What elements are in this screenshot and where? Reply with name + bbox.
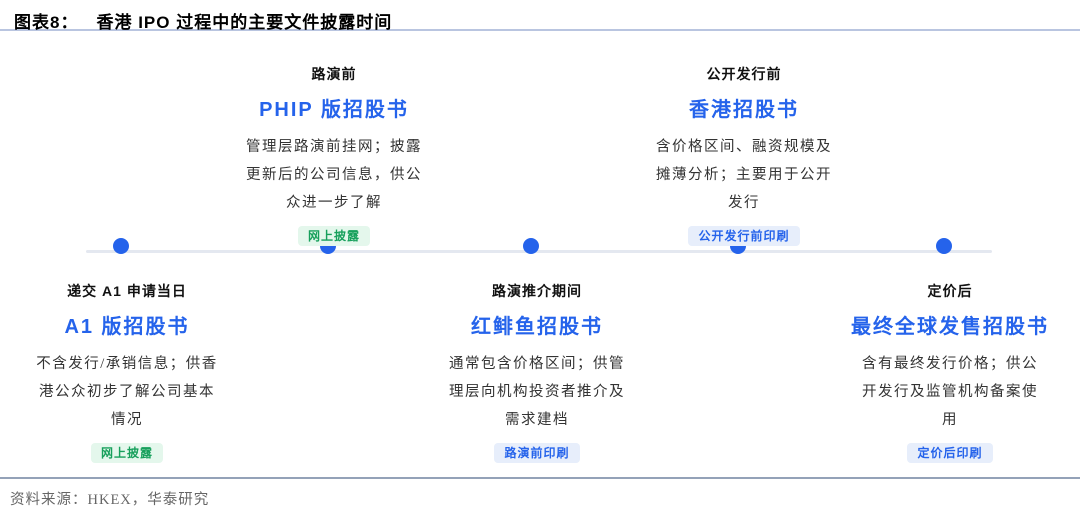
event-stage-label: 递交 A1 申请当日 [67,283,187,299]
event-stage-label: 公开发行前 [706,66,782,82]
event-description-line: 管理层路演前挂网；披露 [246,139,422,155]
timeline-event-red-herring-prospectus: 路演推介期间 红鲱鱼招股书 通常包含价格区间；供管 理层向机构投资者推介及 需求… [397,281,677,463]
figure-number-label: 图表8： [14,13,79,32]
event-stage-label: 路演前 [311,66,357,82]
event-description-line: 理层向机构投资者推介及 [449,384,625,400]
timeline-event-a1-prospectus: 递交 A1 申请当日 A1 版招股书 不含发行/承销信息；供香 港公众初步了解公… [0,281,267,463]
event-document-title: 香港招股书 [689,99,799,121]
figure-footer: 资料来源：HKEX，华泰研究 [0,477,1080,509]
event-description-line: 情况 [111,412,143,428]
event-description-line: 发行 [728,195,760,211]
event-description-line: 通常包含价格区间；供管 [449,356,625,372]
event-description-line: 含价格区间、融资规模及 [656,139,832,155]
event-badge: 公开发行前印刷 [688,226,800,246]
event-badge: 网上披露 [297,226,370,246]
event-badge: 定价后印刷 [907,443,993,463]
event-description: 不含发行/承销信息；供香 港公众初步了解公司基本 情况 [0,350,267,434]
event-description-line: 港公众初步了解公司基本 [39,384,215,400]
event-description-line: 众进一步了解 [286,195,382,211]
event-document-title: 最终全球发售招股书 [851,316,1049,338]
event-document-title: 红鲱鱼招股书 [471,316,603,338]
event-description-line: 用 [942,412,958,428]
event-description: 通常包含价格区间；供管 理层向机构投资者推介及 需求建档 [397,350,677,434]
timeline-node-icon [523,238,539,254]
event-description: 含有最终发行价格；供公 开发行及监管机构备案使 用 [810,350,1080,434]
event-description: 管理层路演前挂网；披露 更新后的公司信息，供公 众进一步了解 [194,133,474,217]
timeline-track [86,250,992,253]
timeline-event-hk-prospectus: 公开发行前 香港招股书 含价格区间、融资规模及 摊薄分析；主要用于公开 发行 公… [604,64,884,246]
timeline-node-icon [113,238,129,254]
timeline-event-phip-prospectus: 路演前 PHIP 版招股书 管理层路演前挂网；披露 更新后的公司信息，供公 众进… [194,64,474,246]
event-stage-label: 路演推介期间 [492,283,582,299]
figure-header: 图表8： 香港 IPO 过程中的主要文件披露时间 [0,0,1080,32]
figure-title: 香港 IPO 过程中的主要文件披露时间 [96,13,393,32]
event-document-title: A1 版招股书 [64,316,190,338]
event-badge: 网上披露 [90,443,163,463]
event-description-line: 更新后的公司信息，供公 [246,167,422,183]
timeline-event-final-global-offering-prospectus: 定价后 最终全球发售招股书 含有最终发行价格；供公 开发行及监管机构备案使 用 … [810,281,1080,463]
source-text: 资料来源：HKEX，华泰研究 [10,492,210,508]
event-description-line: 含有最终发行价格；供公 [862,356,1038,372]
timeline-node-icon [936,238,952,254]
event-description: 含价格区间、融资规模及 摊薄分析；主要用于公开 发行 [604,133,884,217]
timeline-canvas: 递交 A1 申请当日 A1 版招股书 不含发行/承销信息；供香 港公众初步了解公… [0,31,1080,477]
event-description-line: 需求建档 [505,412,569,428]
event-badge: 路演前印刷 [494,443,580,463]
event-stage-label: 定价后 [927,283,973,299]
event-description-line: 摊薄分析；主要用于公开 [656,167,832,183]
event-description-line: 不含发行/承销信息；供香 [36,356,218,372]
event-description-line: 开发行及监管机构备案使 [862,384,1038,400]
event-document-title: PHIP 版招股书 [259,99,409,121]
